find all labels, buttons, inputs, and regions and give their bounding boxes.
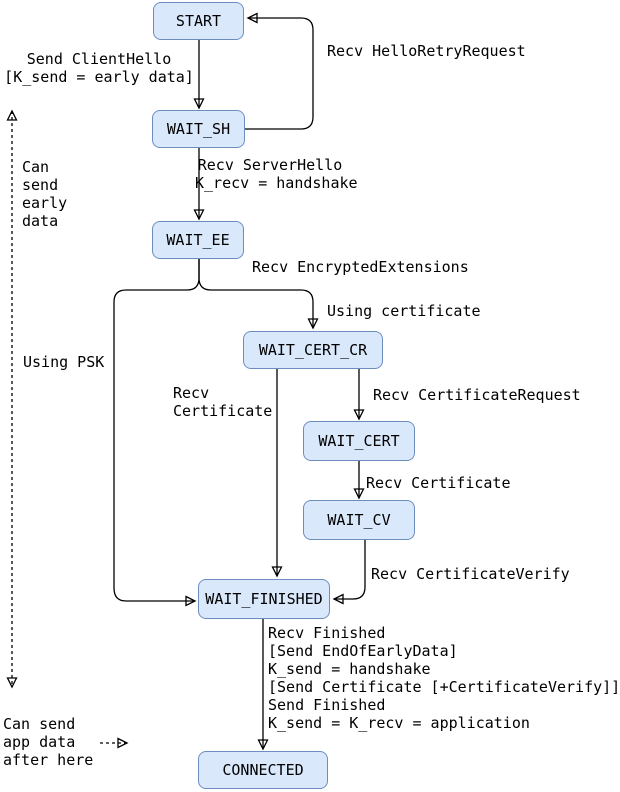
edge-wait-ee-psk-to-wait-finished [113,259,200,607]
state-wait-finished: WAIT_FINISHED [198,579,330,619]
state-wait-ee: WAIT_EE [152,221,244,259]
edge-label-recv-certificate-skip: Recv Certificate [173,384,273,420]
state-wait-cert-cr: WAIT_CERT_CR [243,331,383,369]
edge-label-using-psk: Using PSK [23,353,105,371]
edge-label-recv-encryptedextensions: Recv EncryptedExtensions [252,258,469,276]
edge-label-recv-certificate: Recv Certificate [366,474,511,492]
edge-wait-ee-to-wait-cert-cr [198,259,319,330]
edge-label-send-clienthello: Send ClientHello [K_send = early data] [4,50,194,86]
edge-label-finished-actions: Recv Finished [Send EndOfEarlyData] K_se… [268,624,620,732]
state-wait-cert: WAIT_CERT [303,421,415,461]
state-wait-sh: WAIT_SH [152,110,245,148]
edge-label-using-certificate: Using certificate [327,302,481,320]
edge-label-recv-serverhello: Recv ServerHello K_recv = handshake [195,156,358,192]
note-can-send-early-data: Can send early data [22,158,68,230]
state-wait-cv: WAIT_CV [303,500,415,540]
edge-label-recv-certificateverify: Recv CertificateVerify [371,565,570,583]
edge-wait-cv-to-wait-finished [332,540,366,605]
state-connected: CONNECTED [198,751,328,789]
edge-hello-retry-loop [245,12,314,130]
edge-label-recv-certificaterequest: Recv CertificateRequest [373,386,581,404]
note-can-send-app-data: Can send app data after here [3,715,94,769]
edge-label-recv-helloretryrequest: Recv HelloRetryRequest [327,42,526,60]
state-start: START [153,2,244,40]
